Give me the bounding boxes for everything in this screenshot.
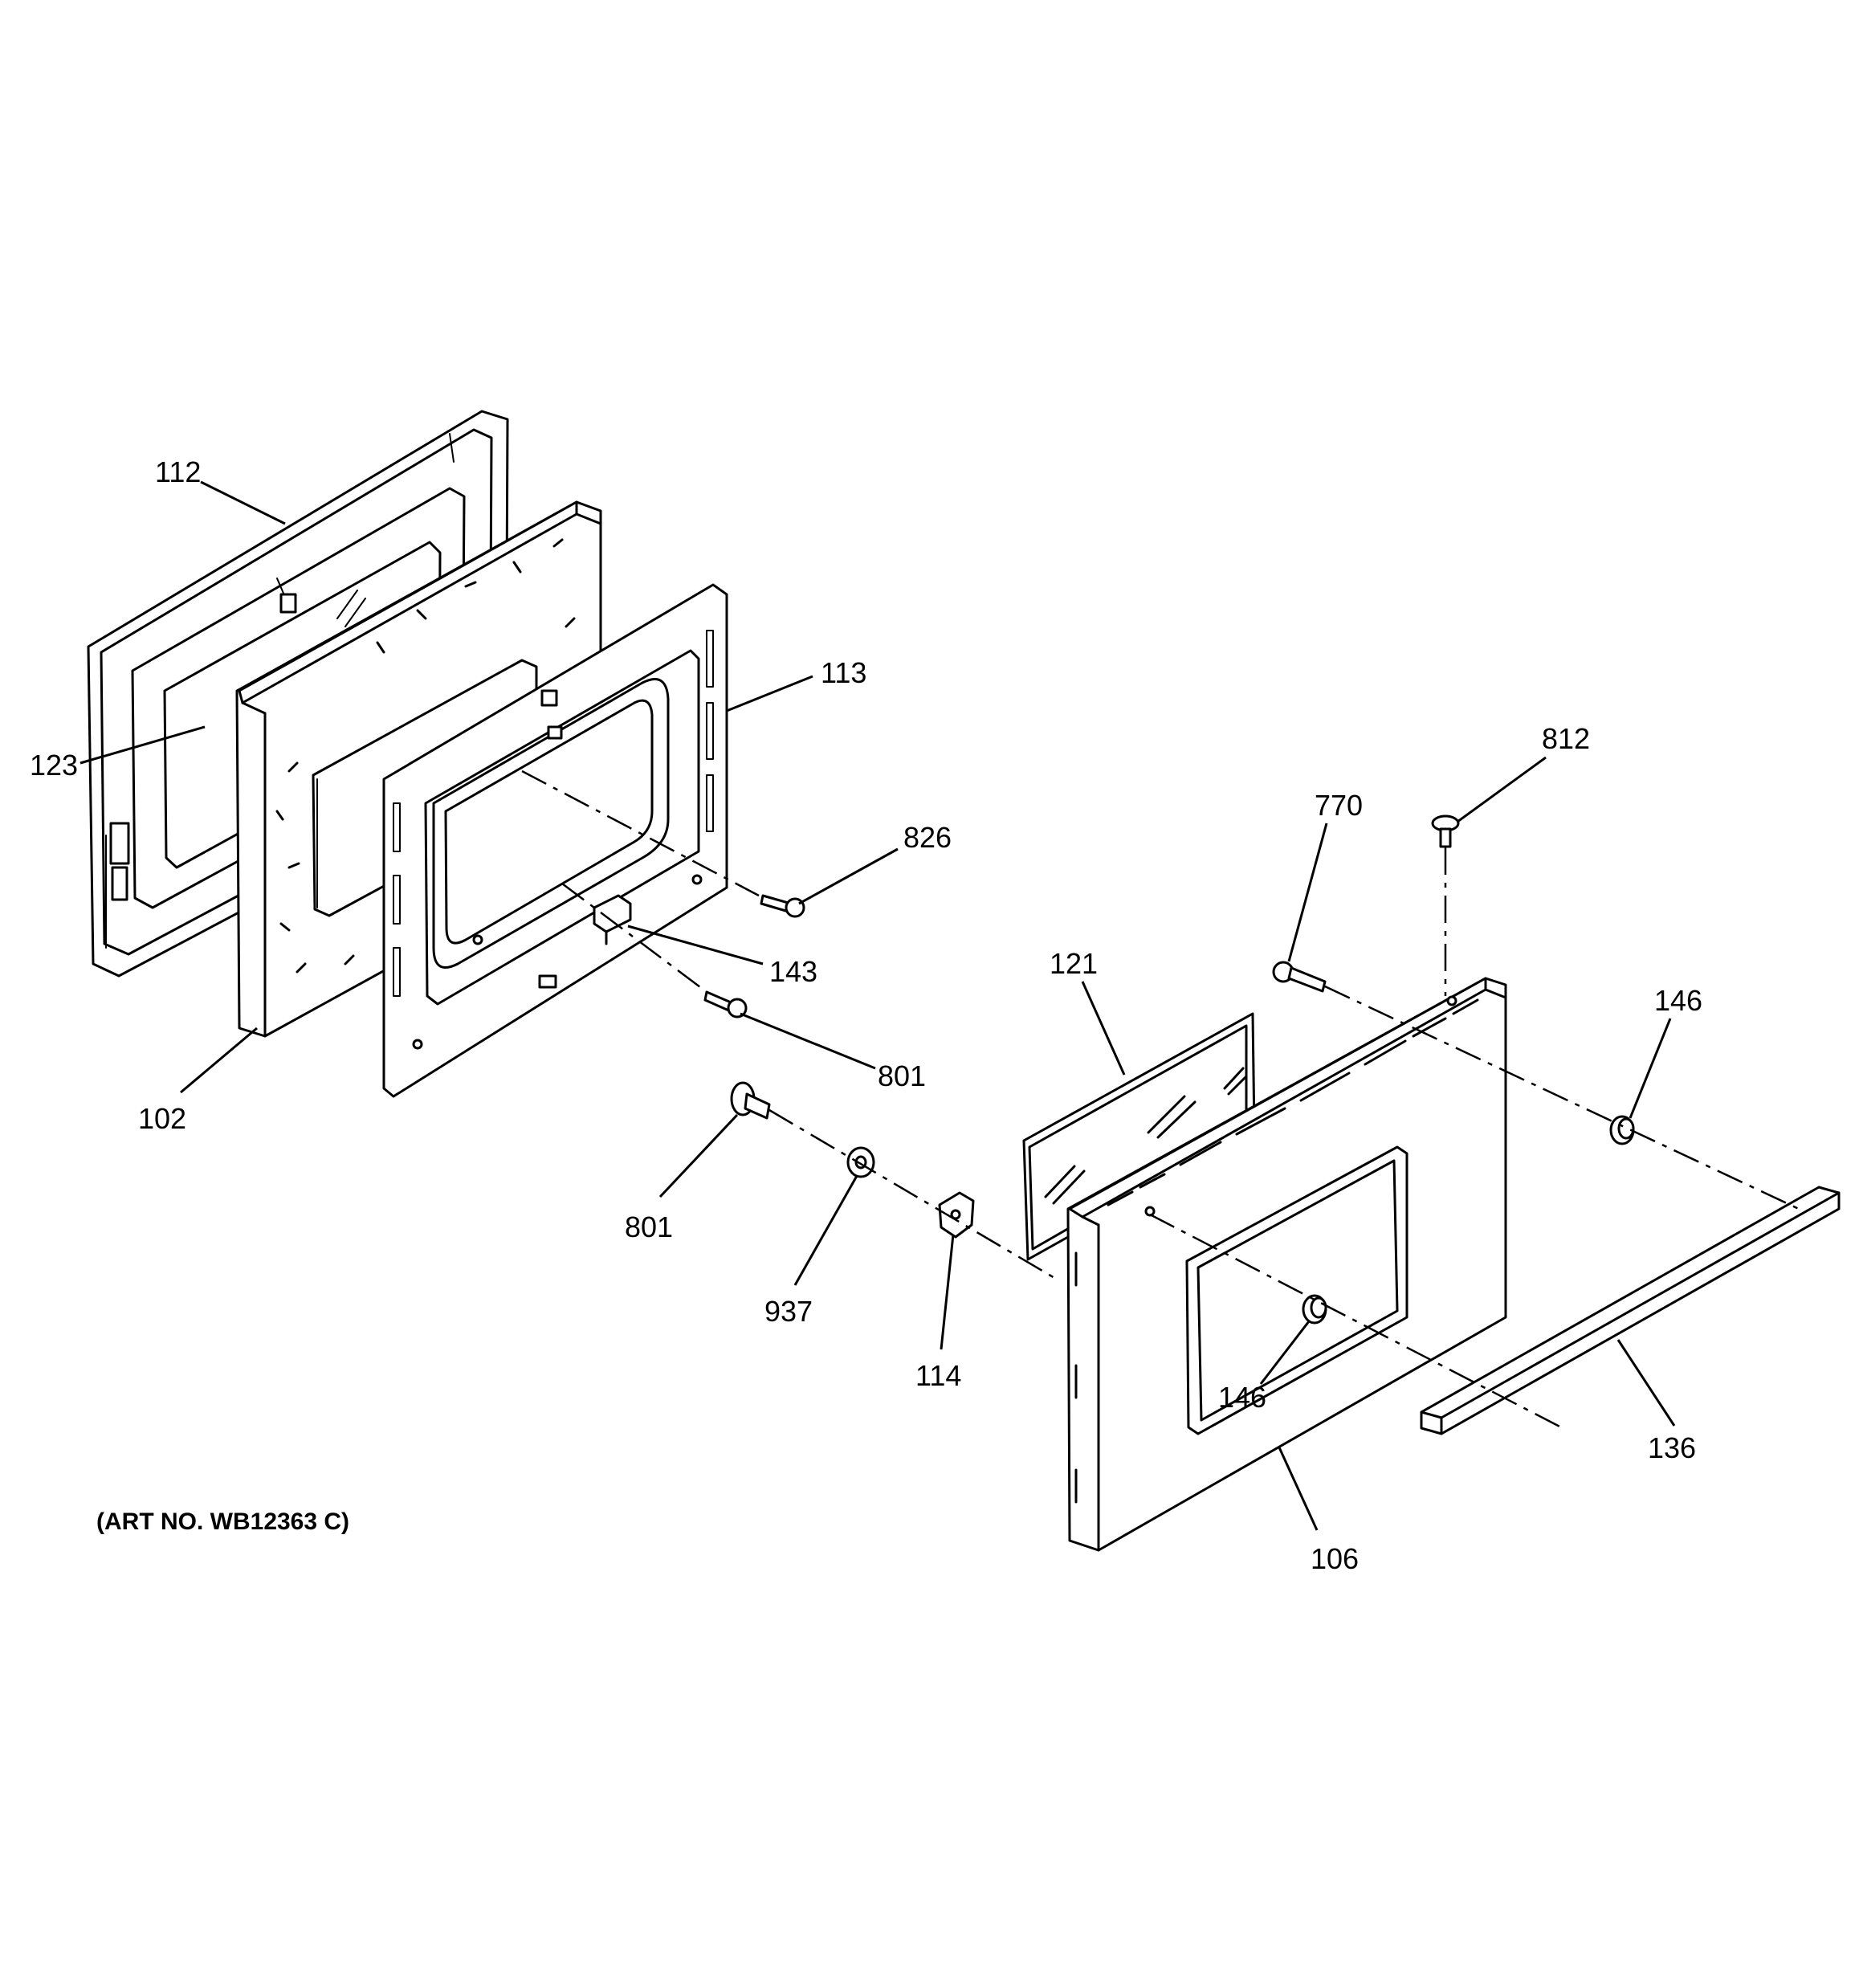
- callout-826: 826: [903, 821, 952, 854]
- callout-106: 106: [1311, 1542, 1359, 1575]
- callout-102: 102: [138, 1102, 186, 1135]
- part-114-hinge-bracket[interactable]: [938, 1191, 975, 1239]
- part-146-lower-grommet[interactable]: [1302, 1294, 1327, 1325]
- callout-770: 770: [1315, 789, 1363, 822]
- callout-146-lower: 146: [1218, 1381, 1266, 1414]
- part-113-door-frame[interactable]: [382, 583, 728, 1098]
- part-812-screw[interactable]: [1431, 814, 1460, 848]
- callout-812: 812: [1542, 722, 1590, 755]
- part-826-screw[interactable]: [760, 894, 805, 918]
- part-770-screw[interactable]: [1272, 961, 1327, 993]
- callout-121: 121: [1050, 947, 1098, 980]
- callout-113: 113: [821, 656, 866, 689]
- leader-lines: [79, 480, 1676, 1531]
- callout-114: 114: [915, 1359, 961, 1392]
- part-136-trim-strip[interactable]: [1420, 1186, 1841, 1435]
- callout-937: 937: [764, 1295, 813, 1328]
- callout-801-lower: 801: [625, 1210, 673, 1243]
- callout-801-upper: 801: [878, 1059, 926, 1092]
- part-937-washer[interactable]: [846, 1146, 875, 1178]
- assembly-lines: [521, 769, 1800, 1431]
- part-801-lower-screw[interactable]: [730, 1081, 771, 1120]
- part-106-outer-door-panel[interactable]: [1066, 977, 1507, 1552]
- callout-123: 123: [30, 749, 78, 782]
- callout-143: 143: [769, 955, 817, 988]
- part-801-upper-screw[interactable]: [703, 990, 748, 1018]
- callout-136: 136: [1648, 1431, 1696, 1464]
- callout-labels: 112 123 102 113 826 143 801 801 937 114 …: [30, 455, 1702, 1575]
- part-143-hinge-clip[interactable]: [593, 894, 632, 945]
- part-146-right-grommet[interactable]: [1609, 1115, 1635, 1145]
- art-number: (ART NO. WB12363 C): [96, 1508, 350, 1535]
- callout-146-right: 146: [1654, 984, 1702, 1017]
- callout-112: 112: [155, 455, 201, 488]
